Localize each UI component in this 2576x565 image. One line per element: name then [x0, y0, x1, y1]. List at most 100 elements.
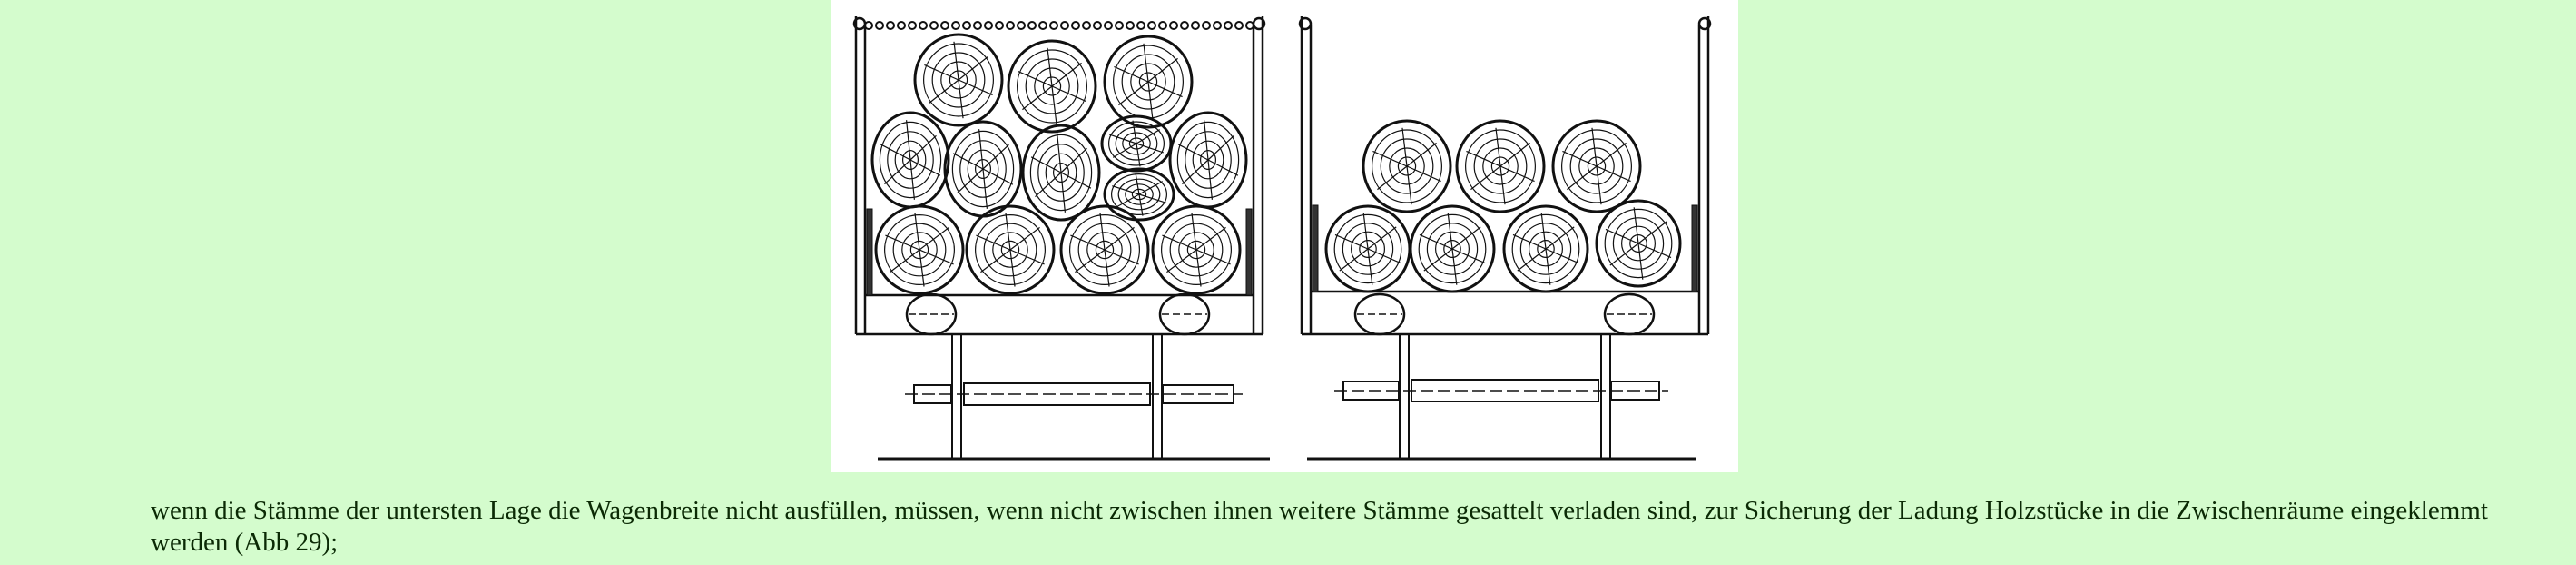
chain-link — [1158, 21, 1167, 30]
log-ring — [1612, 217, 1665, 270]
log-ring — [951, 130, 1015, 208]
log-crack — [1204, 120, 1209, 161]
log-ring — [1578, 147, 1615, 185]
wedge-right — [1245, 208, 1253, 296]
log-crack — [1637, 221, 1667, 244]
log-ring — [1138, 72, 1158, 92]
log-ring — [1185, 131, 1232, 189]
log-ring — [959, 140, 1007, 198]
log-crack — [1540, 213, 1547, 250]
log-end — [1455, 119, 1546, 213]
log-ring — [1434, 231, 1470, 267]
log-end — [1007, 39, 1097, 134]
log-ring — [1128, 137, 1145, 150]
log-crack — [1060, 172, 1092, 189]
log-ring — [1389, 147, 1425, 185]
support-post — [1152, 333, 1163, 460]
chain-link — [940, 21, 949, 30]
log-crack — [1022, 85, 1053, 111]
chain-link — [984, 21, 993, 30]
chain-link — [1191, 21, 1200, 30]
log-crack — [909, 134, 937, 161]
log-crack — [1499, 165, 1506, 205]
chain-link — [1104, 21, 1113, 30]
log-crack — [890, 249, 920, 273]
log-crack — [1115, 193, 1140, 208]
log-crack — [982, 168, 1014, 185]
log-crack — [958, 79, 993, 96]
log-crack — [909, 159, 915, 200]
log-crack — [1138, 181, 1164, 195]
wheel — [1603, 292, 1656, 336]
log-crack — [1136, 143, 1164, 154]
chain-link — [1038, 21, 1047, 30]
log-crack — [957, 168, 984, 194]
wheel — [1353, 292, 1406, 336]
log-crack — [1423, 248, 1453, 272]
log-crack — [1377, 165, 1408, 191]
log-crack — [1367, 248, 1401, 264]
log-ring — [1111, 173, 1168, 216]
chain-link — [1245, 21, 1254, 30]
wedge-right — [1691, 204, 1698, 292]
log-crack — [1195, 249, 1202, 287]
log-ring — [1000, 240, 1020, 260]
chain-link — [1224, 21, 1233, 30]
log-ring — [1380, 138, 1434, 194]
log-ring — [1025, 58, 1079, 114]
log-crack — [1114, 65, 1149, 83]
log-crack — [1451, 226, 1481, 250]
log-end — [1168, 111, 1248, 209]
log-ring — [909, 240, 929, 260]
log-ring — [1200, 150, 1217, 171]
log-crack — [1009, 249, 1016, 287]
log-crack — [1207, 159, 1239, 176]
log-ring — [983, 223, 1037, 277]
chain-link — [973, 21, 982, 30]
log-crack — [1362, 213, 1369, 250]
log-crack — [1112, 143, 1137, 158]
log-ring — [1029, 134, 1093, 212]
log-end — [943, 120, 1023, 218]
log-crack — [924, 64, 959, 81]
log-crack — [1372, 150, 1408, 167]
log-end — [1021, 124, 1101, 222]
log-ring — [1037, 144, 1085, 202]
log-crack — [1195, 249, 1231, 265]
log-crack — [958, 55, 988, 81]
wheel — [1158, 292, 1211, 336]
log-ring — [1473, 138, 1528, 194]
log-ring — [1192, 140, 1224, 180]
log-crack — [880, 144, 911, 161]
support-post — [1399, 333, 1410, 460]
log-ring — [922, 43, 995, 117]
log-crack — [919, 226, 949, 251]
log-ring — [1511, 213, 1580, 284]
log-crack — [1051, 85, 1086, 103]
chain-link — [1115, 21, 1124, 30]
log-crack — [929, 79, 959, 104]
log-crack — [958, 79, 964, 119]
log-end — [913, 33, 1004, 127]
log-crack — [1596, 165, 1602, 205]
log-crack — [1104, 249, 1110, 287]
log-ring — [1161, 214, 1233, 286]
log-crack — [914, 213, 920, 251]
log-crack — [1334, 233, 1369, 250]
log-ring — [1528, 231, 1563, 267]
log-ring — [1397, 156, 1417, 176]
chain-link — [1234, 21, 1244, 30]
chain-link — [1049, 21, 1058, 30]
stake-eye-icon — [1697, 16, 1712, 31]
log-crack — [1075, 249, 1106, 273]
log-crack — [919, 249, 954, 265]
log-ring — [1482, 147, 1519, 185]
log-crack — [1567, 165, 1598, 191]
log-ring — [975, 214, 1047, 286]
log-crack — [1109, 134, 1137, 144]
chain-link — [1180, 21, 1189, 30]
log-end — [1103, 35, 1194, 129]
log-ring — [1418, 213, 1487, 284]
chain-link — [1093, 21, 1102, 30]
log-ring — [1130, 63, 1166, 101]
